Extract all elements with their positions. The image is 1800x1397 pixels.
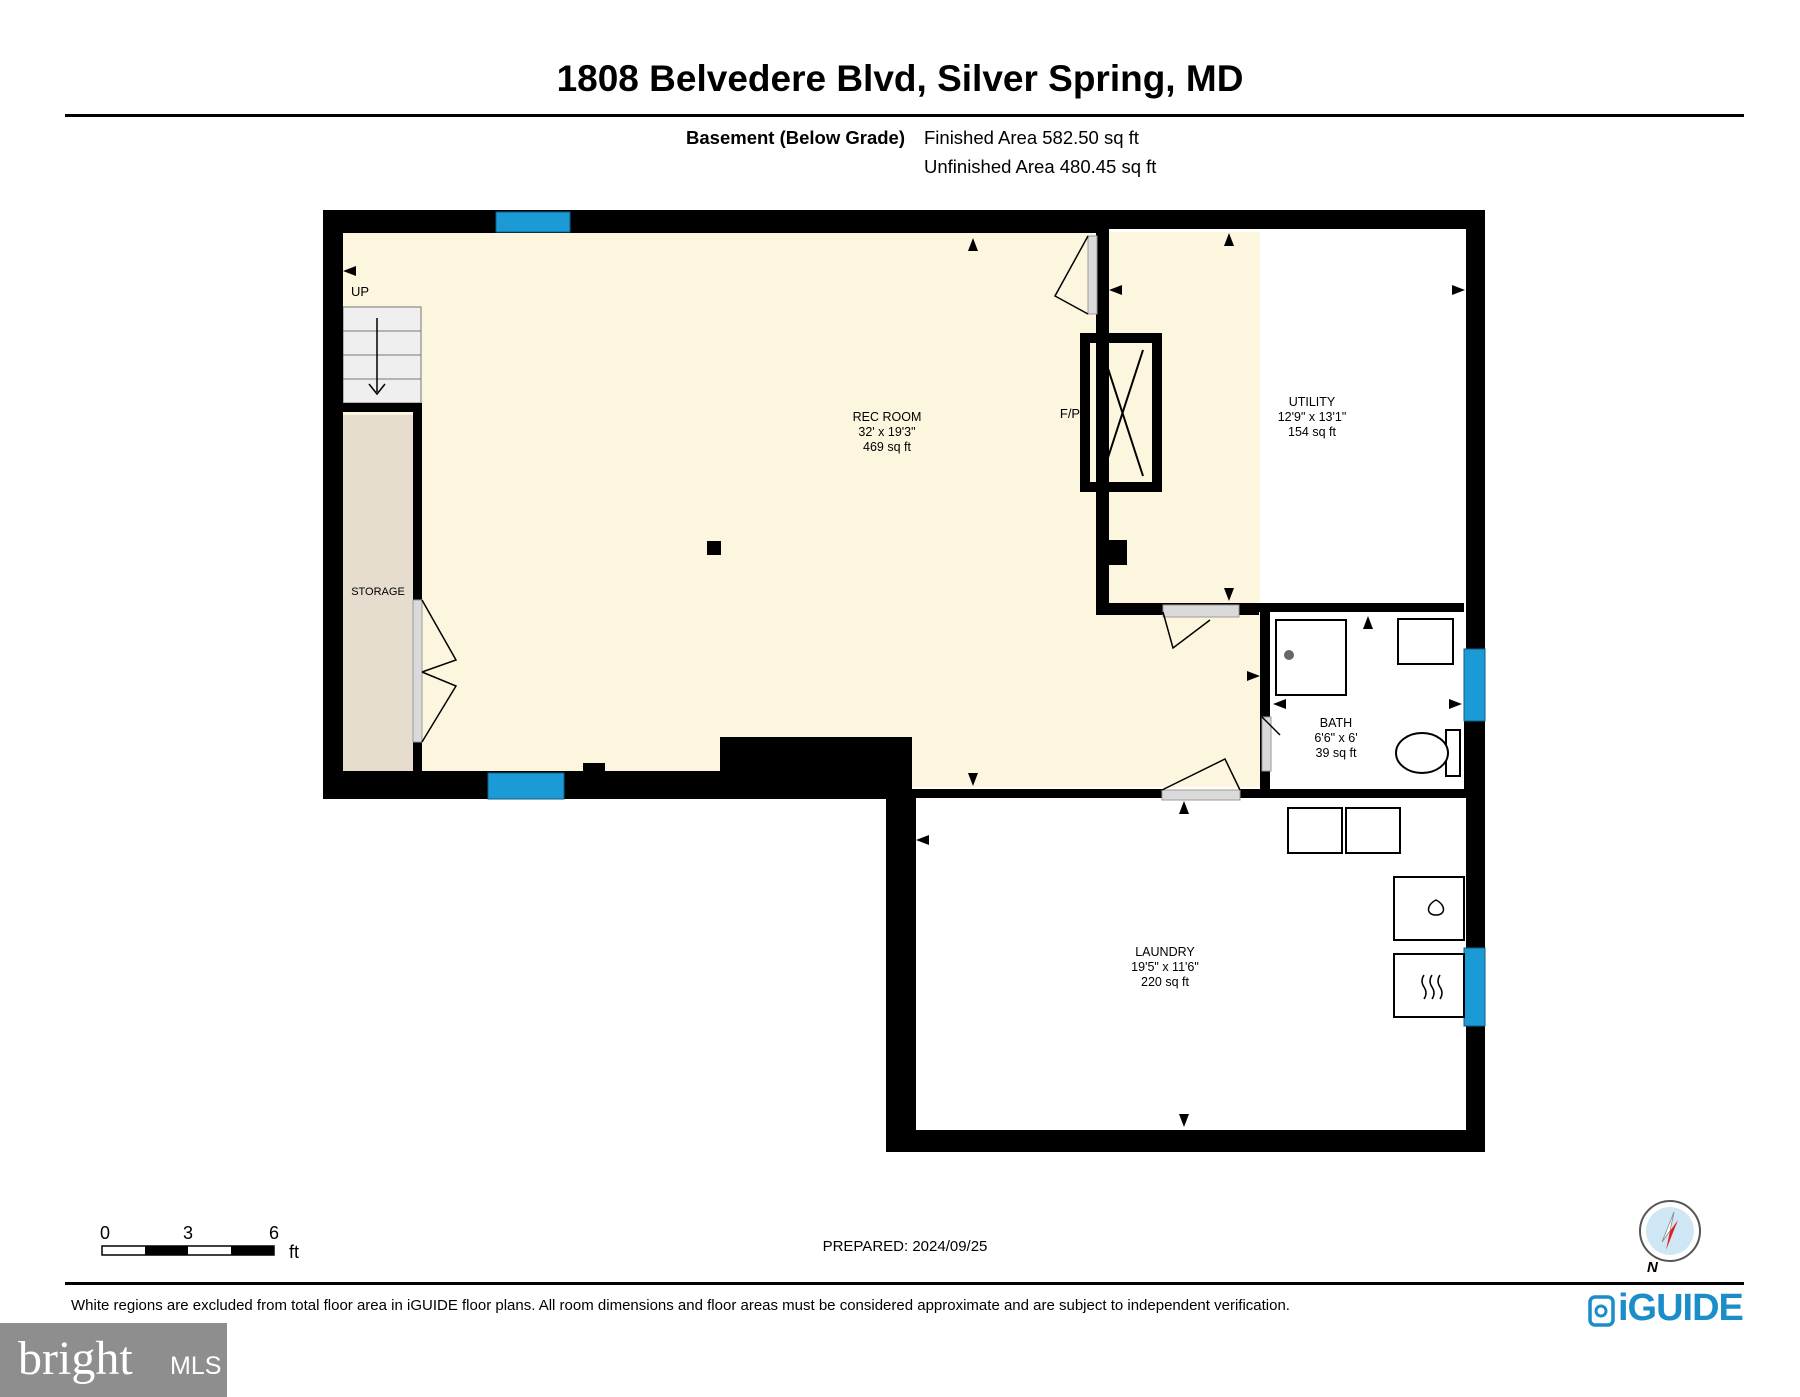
windows <box>487 211 1486 1027</box>
iguide-brand: iGUIDE <box>1618 1287 1744 1329</box>
laundry-dimensions: 19'5" x 11'6" <box>1131 960 1199 974</box>
rec-room-name: REC ROOM <box>853 410 922 424</box>
mls-bright-logo: bright <box>18 1332 133 1385</box>
scale-bar <box>101 1245 275 1256</box>
measurement-arrows <box>343 233 1465 1127</box>
utility-name: UTILITY <box>1289 395 1336 409</box>
compass-icon <box>1639 1200 1701 1262</box>
mls-tag: MLS <box>170 1352 222 1380</box>
compass-north-label: N <box>1647 1259 1658 1276</box>
doors <box>412 235 1272 801</box>
page-title: 1808 Belvedere Blvd, Silver Spring, MD <box>556 58 1244 99</box>
fireplace-label: F/P <box>1060 406 1080 421</box>
bath-area: 39 sq ft <box>1316 746 1358 760</box>
mls-badge <box>0 1323 227 1397</box>
dryer <box>1393 953 1465 1018</box>
scale-unit: ft <box>289 1242 299 1262</box>
fireplace-icon <box>1101 349 1144 477</box>
laundry-name: LAUNDRY <box>1135 945 1195 959</box>
toilet-bowl <box>1395 732 1449 774</box>
scale-tick-0: 0 <box>100 1223 110 1243</box>
laundry-sink-right <box>1345 807 1401 854</box>
disclaimer-text: White regions are excluded from total fl… <box>71 1297 1290 1314</box>
bath-sink <box>1397 618 1454 665</box>
bath-name: BATH <box>1320 716 1352 730</box>
column <box>707 541 721 555</box>
scale-tick-6: 6 <box>269 1223 279 1243</box>
laundry-sink-left <box>1287 807 1343 854</box>
rec-room-floor <box>340 232 1260 787</box>
stair-arrow <box>368 318 386 396</box>
prepared-date: PREPARED: 2024/09/25 <box>822 1238 988 1255</box>
finished-area-text: Finished Area 582.50 sq ft <box>924 127 1139 148</box>
bath-fixtures <box>1275 618 1461 777</box>
storage-name: STORAGE <box>351 586 405 598</box>
laundry-area: 220 sq ft <box>1141 975 1189 989</box>
rec-room-dimensions: 32' x 19'3" <box>858 425 915 439</box>
iguide-logo-icon <box>1588 1295 1615 1327</box>
footer-divider <box>65 1282 1744 1285</box>
washer-icon <box>1427 899 1445 916</box>
utility-area: 154 sq ft <box>1288 425 1336 439</box>
utility-dimensions: 12'9" x 13'1" <box>1278 410 1347 424</box>
stairs <box>343 330 421 380</box>
door-swings <box>421 235 1281 791</box>
rec-room-area: 469 sq ft <box>863 440 911 454</box>
unfinished-area-text: Unfinished Area 480.45 sq ft <box>924 156 1157 177</box>
laundry-fixtures <box>1287 807 1465 1018</box>
storage-floor <box>343 415 413 772</box>
stairs-up-label: UP <box>351 284 369 299</box>
title-divider <box>65 114 1744 117</box>
shower-drain <box>1284 650 1294 660</box>
scale-tick-3: 3 <box>183 1223 193 1243</box>
dryer-heat-icon <box>1421 974 1443 1000</box>
bath-dimensions: 6'6" x 6' <box>1314 731 1357 745</box>
floor-level-label: Basement (Below Grade) <box>686 127 905 148</box>
